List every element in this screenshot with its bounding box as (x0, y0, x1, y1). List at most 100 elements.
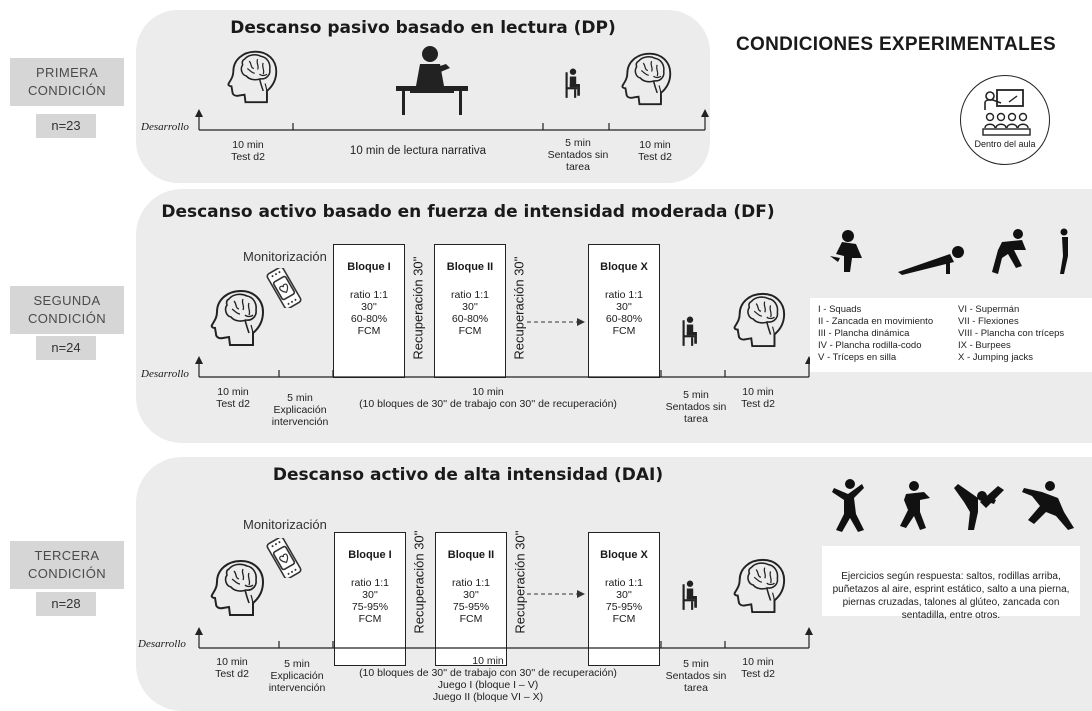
exercise-legend-item: IX - Burpees (958, 340, 1011, 351)
block-intensity: 60-80% (350, 313, 388, 325)
timeline-1-rest-line2: tarea (566, 161, 590, 173)
block-ratio: ratio 1:1 (452, 577, 490, 589)
recovery-label: Recuperación 30'' (410, 248, 426, 368)
condition-2-label-line1: SEGUNDA (33, 293, 101, 308)
block-ratio: ratio 1:1 (605, 577, 643, 589)
block-fcm: FCM (458, 325, 482, 337)
timeline-2-intervention-desc: (10 bloques de 30'' de trabajo con 30'' … (359, 398, 617, 410)
timeline-3-game-1: Juego I (bloque I – V) (437, 679, 539, 691)
timeline-3-intervention: 10 min (10 bloques de 30'' de trabajo co… (359, 655, 617, 703)
brain-head-icon (730, 556, 788, 614)
dashed-arrow-icon (527, 590, 585, 598)
block-fcm: FCM (357, 325, 381, 337)
timeline-2-test-post-time: 10 min (742, 386, 774, 398)
condition-3-title: Descanso activo de alta intensidad (DAI) (272, 465, 664, 485)
recovery-label-text: Recuperación 30'' (411, 530, 427, 634)
timeline-1-axis-label: Desarrollo (141, 121, 189, 133)
timeline-3-axis-label: Desarrollo (138, 638, 186, 650)
seated-person-icon (679, 316, 701, 348)
brain-head-icon (618, 50, 674, 106)
timeline-1-reading: 10 min de lectura narrativa (349, 145, 487, 157)
brain-head-icon (730, 290, 788, 348)
block-work: 30'' (616, 301, 632, 313)
timeline-2-explanation-line1: Explicación (273, 404, 327, 416)
exercise-legend-right: VI - Supermán VII - Flexiones VIII - Pla… (958, 304, 1064, 364)
timeline-1-rest-line1: Sentados sin (547, 149, 609, 161)
exercise-legend-item: VII - Flexiones (958, 316, 1019, 327)
block-ratio: ratio 1:1 (351, 577, 389, 589)
block-ratio: ratio 1:1 (605, 289, 643, 301)
condition-1-label-line1: PRIMERA (35, 65, 99, 80)
timeline-3-game-2: Juego II (bloque VI – X) (432, 691, 544, 703)
condition-1-label-line2: CONDICIÓN (28, 83, 106, 98)
timeline-3-intervention-desc: (10 bloques de 30'' de trabajo con 30'' … (359, 667, 617, 679)
timeline-1-axis (195, 109, 709, 131)
high-intensity-exercise-description: Ejercicios según respuesta: saltos, rodi… (822, 546, 1080, 621)
brain-head-icon (207, 287, 267, 347)
heart-rate-watch-icon (264, 538, 304, 578)
diagram-header-title: CONDICIONES EXPERIMENTALES (736, 34, 1056, 55)
block-work: 30'' (362, 589, 378, 601)
brain-head-icon (224, 48, 280, 104)
timeline-2-test-post: 10 min Test d2 (741, 386, 775, 410)
timeline-1-rest: 5 min Sentados sin tarea (548, 137, 609, 173)
timeline-2-explanation-time: 5 min (287, 392, 313, 404)
monitoring-label: Monitorización (243, 249, 327, 264)
condition-2-title: Descanso activo basado en fuerza de inte… (161, 202, 775, 222)
condition-3-label-line1: TERCERA (34, 548, 100, 563)
condition-2-n: n=24 (36, 336, 96, 360)
block-intensity: 75-95% (452, 601, 490, 613)
timeline-3-axis (195, 627, 813, 649)
block-work: 30'' (361, 301, 377, 313)
seated-person-icon (562, 68, 584, 100)
timeline-2-test-pre: 10 min Test d2 (216, 386, 250, 410)
timeline-2-rest-line2: tarea (684, 413, 708, 425)
exercise-legend: I - Squads II - Zancada en movimiento II… (810, 298, 1092, 372)
condition-2-label-line2: CONDICIÓN (28, 311, 106, 326)
condition-3-label-line2: CONDICIÓN (28, 566, 106, 581)
block-title: Bloque X (600, 549, 648, 561)
block-card: Bloque I ratio 1:1 30'' 75-95% FCM (334, 532, 406, 666)
timeline-3-rest-time: 5 min (683, 658, 709, 670)
block-fcm: FCM (459, 613, 483, 625)
block-fcm: FCM (612, 325, 636, 337)
condition-1-panel (136, 10, 710, 183)
block-work: 30'' (462, 301, 478, 313)
timeline-2-rest-line1: Sentados sin (665, 401, 727, 413)
monitoring-label: Monitorización (243, 517, 327, 532)
timeline-1-test-pre-name: Test d2 (231, 151, 265, 163)
strength-exercises-icon (830, 228, 1068, 275)
recovery-label-text: Recuperación 30'' (410, 256, 426, 360)
timeline-2-intervention: 10 min (10 bloques de 30'' de trabajo co… (359, 386, 617, 410)
exercise-legend-item: III - Plancha dinámica (818, 328, 910, 339)
exercise-legend-item: V - Tríceps en silla (818, 352, 897, 363)
block-intensity: 75-95% (351, 601, 389, 613)
timeline-2-test-post-name: Test d2 (741, 398, 775, 410)
timeline-1-test-pre-time: 10 min (232, 139, 264, 151)
block-card: Bloque II ratio 1:1 30'' 75-95% FCM (435, 532, 507, 666)
exercise-legend-item: X - Jumping jacks (958, 352, 1033, 363)
reader-at-desk-icon (396, 46, 468, 115)
exercise-legend-item: IV - Plancha rodilla-codo (818, 340, 922, 351)
exercise-legend-item: VI - Supermán (958, 304, 1020, 315)
classroom-teacher-icon (982, 89, 1031, 136)
recovery-label-text: Recuperación 30'' (512, 530, 528, 634)
block-card: Bloque II ratio 1:1 30'' 60-80% FCM (434, 244, 506, 378)
classroom-badge: Dentro del aula (960, 75, 1050, 165)
recovery-label: Recuperación 30'' (511, 248, 527, 368)
heart-rate-watch-icon (264, 268, 304, 308)
timeline-1-test-pre: 10 min Test d2 (231, 139, 265, 163)
condition-1-label: PRIMERA CONDICIÓN (10, 58, 124, 106)
timeline-1-test-post-time: 10 min (639, 139, 671, 151)
timeline-2-test-pre-name: Test d2 (216, 398, 250, 410)
recovery-label-text: Recuperación 30'' (511, 256, 527, 360)
block-title: Bloque I (348, 549, 392, 561)
timeline-2-rest-time: 5 min (683, 389, 709, 401)
timeline-1-test-post: 10 min Test d2 (638, 139, 672, 163)
timeline-3-test-post: 10 min Test d2 (741, 656, 775, 680)
condition-3-label: TERCERA CONDICIÓN (10, 541, 124, 589)
block-title: Bloque II (446, 261, 494, 273)
timeline-3-rest-line1: Sentados sin (665, 670, 727, 682)
recovery-label: Recuperación 30'' (512, 522, 528, 642)
exercise-legend-left: I - Squads II - Zancada en movimiento II… (818, 304, 933, 364)
